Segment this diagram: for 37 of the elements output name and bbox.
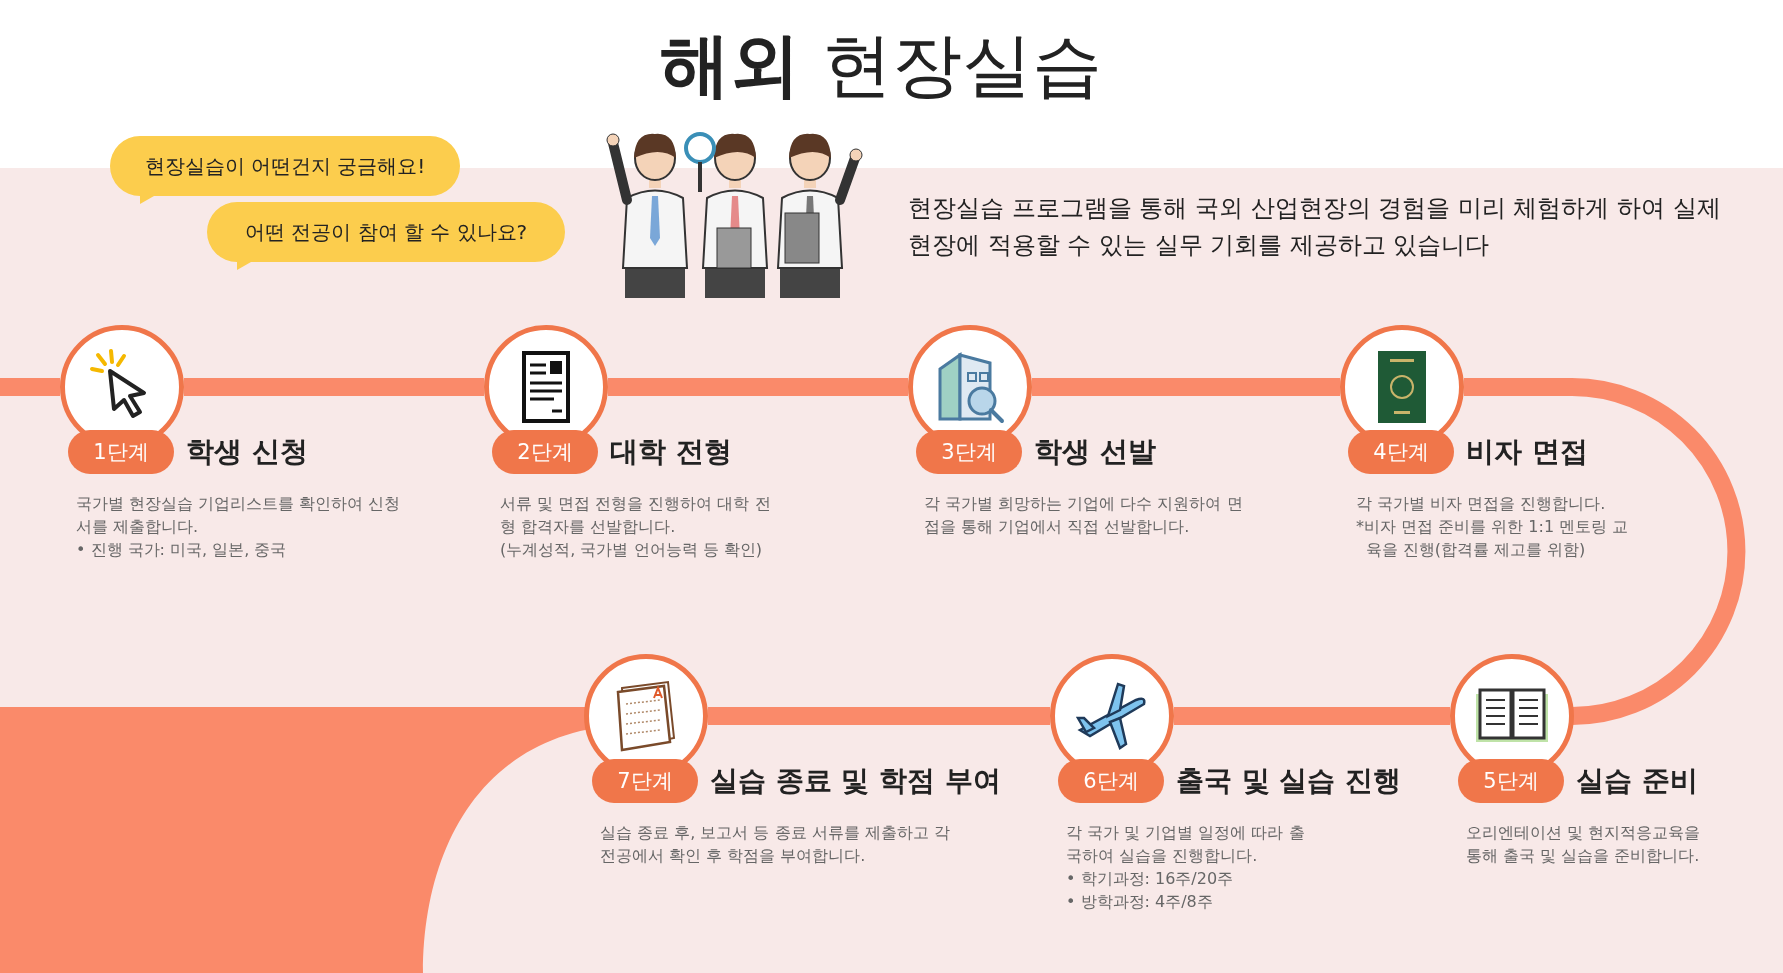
speech-bubble: 어떤 전공이 참여 할 수 있나요?: [207, 202, 565, 270]
step-description: • 진행 국가: 미국, 일본, 중국: [76, 539, 288, 561]
step-title: 학생 신청: [186, 434, 308, 470]
step-badge: 5단계: [1458, 759, 1564, 803]
step-description: 실습 종료 후, 보고서 등 종료 서류를 제출하고 각 전공에서 확인 후 학점을 부여합니다.: [600, 822, 951, 867]
step-description: • 학기과정: 16주/20주: [1066, 868, 1235, 890]
step-badge: 7단계: [592, 759, 698, 803]
step-title: 학생 선발: [1034, 434, 1156, 470]
intro-text: 현장실습 프로그램을 통해 국외 산업현장의 경험을 미리 체험하게 하여 실제 현장에 적용할 수 있는 실무 기회를 제공하고 있습니다: [908, 193, 1722, 261]
step-title: 실습 준비: [1576, 763, 1698, 799]
step-badge: 1단계: [68, 430, 174, 474]
track-line: [184, 378, 484, 396]
step-description: 각 국가별 비자 면접을 진행합니다.: [1356, 493, 1607, 515]
step-title: 대학 전형: [610, 434, 732, 470]
step-description: 오리엔테이션 및 현지적응교육을 통해 출국 및 실습을 준비합니다.: [1466, 822, 1702, 867]
track-line: [608, 378, 908, 396]
step-badge: 2단계: [492, 430, 598, 474]
step-badge: 6단계: [1058, 759, 1164, 803]
step-description: (누계성적, 국가별 언어능력 등 확인): [500, 539, 763, 561]
track-line: [0, 378, 60, 396]
track-line: [708, 707, 1050, 725]
step-title: 실습 종료 및 학점 부여: [710, 763, 1001, 799]
track-line: [1464, 378, 1746, 725]
speech-bubble: 현장실습이 어떤건지 궁금해요!: [110, 136, 460, 204]
track-line: [1032, 378, 1340, 396]
track-line: [1174, 707, 1450, 725]
step-description: 각 국가별 희망하는 기업에 다수 지원하여 면접을 통해 기업에서 직접 선발합니다.: [924, 493, 1244, 538]
step-badge: 4단계: [1348, 430, 1454, 474]
step-description: 서류 및 면접 전형을 진행하여 대학 전형 합격자를 선발합니다.: [500, 493, 772, 538]
step-title: 출국 및 실습 진행: [1176, 763, 1402, 799]
step-description: • 방학과정: 4주/8주: [1066, 891, 1214, 913]
step-badge: 3단계: [916, 430, 1022, 474]
step-description: *비자 면접 준비를 위한 1:1 멘토링 교육을 진행(합격률 제고를 위함): [1356, 516, 1630, 561]
step-description: 국가별 현장실습 기업리스트를 확인하여 신청서를 제출합니다.: [76, 493, 402, 538]
title: 해외 현장실습: [660, 23, 1103, 108]
step-title: 비자 면접: [1466, 434, 1588, 470]
step-description: 각 국가 및 기업별 일정에 따라 출국하여 실습을 진행합니다.: [1066, 822, 1306, 867]
